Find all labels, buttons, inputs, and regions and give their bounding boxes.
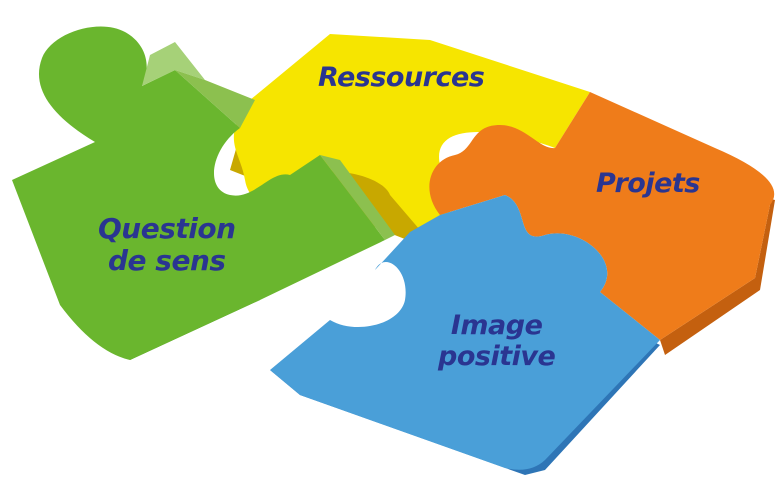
label-projets: Projets: [596, 168, 700, 199]
piece-image-positive: [270, 195, 660, 475]
label-image-line2: positive: [438, 341, 556, 373]
label-image-line1: Image: [450, 310, 543, 341]
piece-projets: [429, 92, 775, 355]
label-question-de-sens: Question de sens: [98, 212, 236, 278]
label-ressources-text: Ressources: [318, 62, 485, 93]
label-ressources: Ressources: [318, 62, 485, 93]
label-question-line2: de sens: [108, 244, 226, 278]
piece-question-de-sens: [12, 26, 395, 361]
label-question-line1: Question: [98, 212, 236, 245]
label-projets-text: Projets: [596, 168, 700, 199]
label-image-positive: Image positive: [438, 310, 556, 373]
